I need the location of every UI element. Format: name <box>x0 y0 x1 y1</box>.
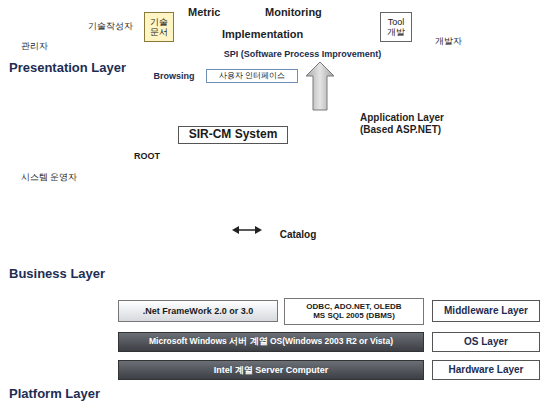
label-slot: Application Layer (Based ASP.NET) <box>360 112 466 135</box>
label-slot: 시스템 운영자 <box>14 172 84 182</box>
label-slot: 개발자 <box>426 36 470 46</box>
role-label: 개발자 <box>426 36 470 46</box>
document-box: 기술문서 <box>144 12 174 42</box>
node-text: 사용자 인터페이스 <box>219 71 285 80</box>
node-text: ODBC, ADO.NET, OLEDB <box>306 303 401 312</box>
catalog-database: Catalog <box>262 200 334 260</box>
business-band-fill <box>3 99 548 288</box>
os-bar: Microsoft Windows 서버 계열 OS(Windows 2003 … <box>118 332 424 352</box>
framework-box: .Net FrameWork 2.0 or 3.0 <box>118 300 278 322</box>
layer-name-box: Hardware Layer <box>432 360 540 380</box>
root-panel: ROOT <box>128 148 232 266</box>
node-text: SPI (Software Process Improvement) <box>224 49 382 59</box>
node-text: .Net FrameWork 2.0 or 3.0 <box>143 306 253 316</box>
platform-band-fill <box>3 293 548 409</box>
activity-label: Monitoring <box>265 6 335 19</box>
layer-title: Business Layer <box>9 266 105 281</box>
layer-note: Application Layer (Based ASP.NET) <box>360 112 466 135</box>
node-text: Microsoft Windows 서버 계열 OS(Windows 2003 … <box>149 337 393 347</box>
flow-arrow <box>306 62 334 110</box>
middleware-box: ODBC, ADO.NET, OLEDBMS SQL 2005 (DBMS) <box>284 298 424 325</box>
developer-icon <box>438 6 470 32</box>
layer-title: Platform Layer <box>9 386 100 401</box>
hardware-bar: Intel 계열 Server Computer <box>118 360 424 380</box>
node-text: OS Layer <box>464 336 508 348</box>
node-text: SIR-CM System <box>178 126 289 144</box>
activity-label: Implementation <box>222 28 312 41</box>
interface-box: 사용자 인터페이스 <box>206 69 298 83</box>
node-text: ROOT <box>134 151 160 161</box>
operator-icon <box>32 124 64 168</box>
layer-name-box: OS Layer <box>432 332 540 352</box>
operator-arrow <box>80 145 115 155</box>
tool-box: Tool 개발 <box>380 12 412 42</box>
writer-icon <box>103 3 117 20</box>
node-text: 기술문서 <box>147 17 171 38</box>
node-text: Middleware Layer <box>444 305 528 317</box>
node-text: Catalog <box>280 229 317 241</box>
presentation-band-fill <box>3 3 548 94</box>
node-text: Intel 계열 Server Computer <box>214 365 329 375</box>
layer-name-box: Middleware Layer <box>432 300 540 322</box>
layer-band: Platform Layer.Net FrameWork 2.0 or 3.0O… <box>2 292 548 409</box>
role-label: 관리자 <box>12 41 56 51</box>
browsing-box: Browsing <box>146 68 202 84</box>
role-label: 기술작성자 <box>82 21 138 31</box>
node-text: Hardware Layer <box>448 364 523 376</box>
spi-arrow-bar: SPI (Software Process Improvement) <box>140 46 465 62</box>
label-slot: Implementation <box>222 28 312 41</box>
label-slot: 관리자 <box>12 41 56 51</box>
node-text: MS SQL 2005 (DBMS) <box>313 312 395 321</box>
activity-label: Metric <box>188 6 234 19</box>
admin-icon <box>13 2 53 41</box>
label-slot: Monitoring <box>265 6 335 19</box>
node-text: Tool 개발 <box>383 17 409 38</box>
node-text: Browsing <box>153 71 194 81</box>
gear-icon <box>238 5 258 25</box>
role-label: 시스템 운영자 <box>14 172 84 182</box>
layer-band: Business Layer SIR-CM SystemROOT Catalog <box>2 98 548 288</box>
link-arrow <box>232 226 262 234</box>
browsing-tube <box>140 65 402 87</box>
label-slot: 기술작성자 <box>82 21 138 31</box>
label-slot: Metric <box>188 6 234 19</box>
panel-outline <box>128 148 232 266</box>
layer-title: Presentation Layer <box>9 60 126 75</box>
system-cylinder: SIR-CM SystemROOT Catalog <box>118 104 348 284</box>
